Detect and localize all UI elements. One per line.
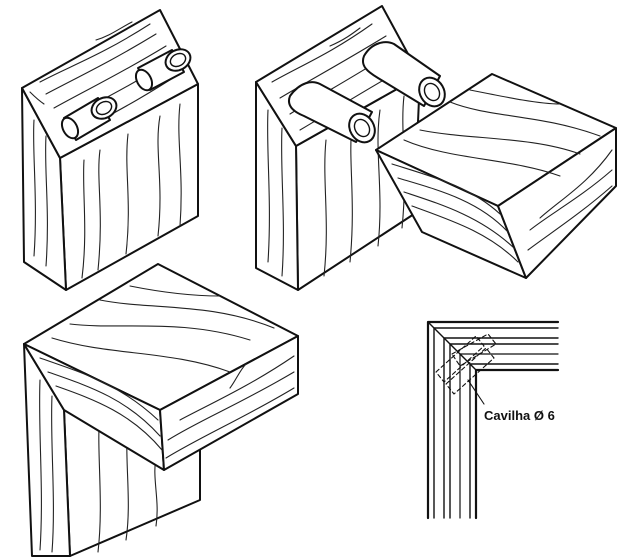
- horizontal-end-grain: [527, 149, 613, 251]
- dowel-icon: [362, 41, 446, 108]
- assembled-corner-figure: [23, 263, 299, 557]
- board-with-dowels-figure: [21, 9, 199, 291]
- side-grain: [33, 119, 48, 267]
- vertical-side-grain: [267, 109, 284, 277]
- horizontal-top-grain: [403, 89, 601, 177]
- assembled-end-face: [159, 335, 299, 471]
- dowel-hidden-lines: [435, 333, 497, 395]
- assembled-top-grain: [51, 285, 275, 373]
- front-grain: [81, 103, 182, 279]
- assembled-miter-grain: [39, 357, 163, 451]
- joint-assembly-figure: [255, 5, 617, 291]
- dowel-icon: [60, 96, 118, 141]
- horizontal-miter-grain: [391, 163, 519, 263]
- frame-corner-section-figure: Cavilha Ø 6: [426, 320, 560, 520]
- dowel-icon: [288, 81, 376, 144]
- dowel-icon: [134, 48, 192, 92]
- assembled-end-grain: [165, 355, 295, 459]
- dowel-size-label: Cavilha Ø 6: [484, 408, 555, 423]
- horizontal-board-end: [497, 127, 617, 279]
